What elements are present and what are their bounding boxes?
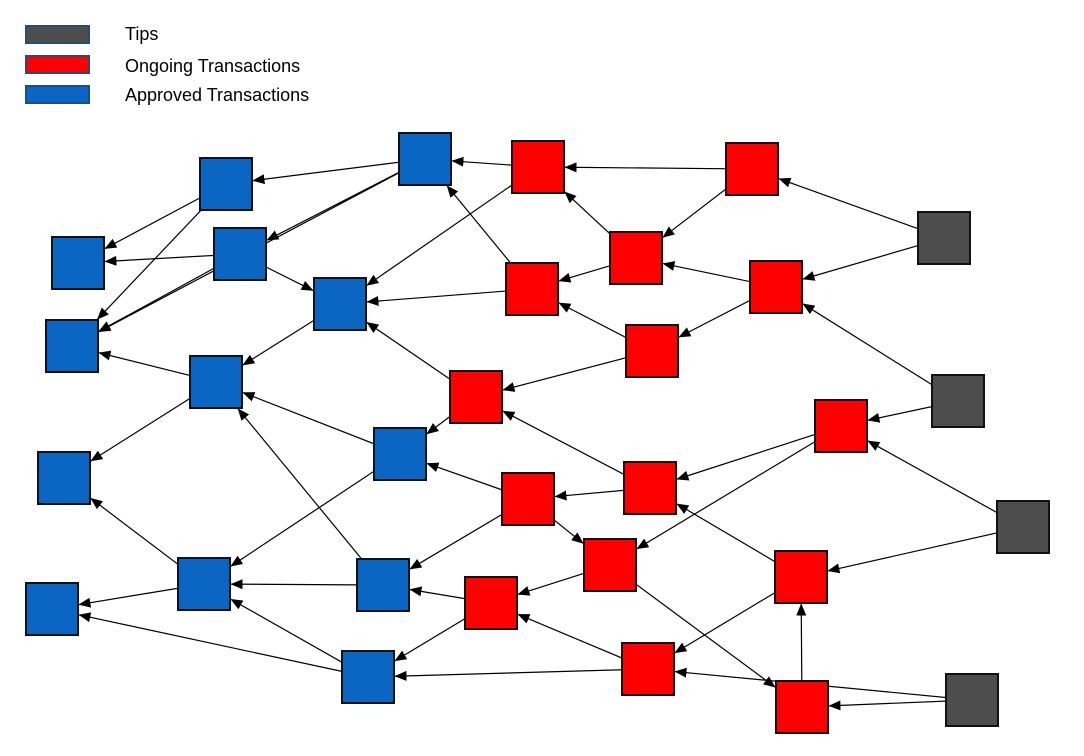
edge-t1-to-r4 xyxy=(802,238,939,281)
approved-transaction-node-a8 xyxy=(213,227,267,281)
legend-swatch-tips xyxy=(25,25,90,44)
ongoing-transaction-node-r9 xyxy=(814,399,868,453)
legend-item-ongoing: Ongoing Transactions xyxy=(25,55,300,76)
ongoing-transaction-node-r12 xyxy=(583,538,637,592)
ongoing-transaction-node-r3 xyxy=(609,231,663,285)
approved-transaction-node-a13 xyxy=(341,650,395,704)
legend-item-tips: Tips xyxy=(25,24,158,44)
approved-transaction-node-a6 xyxy=(189,355,243,409)
ongoing-transaction-node-r16 xyxy=(775,680,829,734)
ongoing-transaction-node-r8 xyxy=(505,262,559,316)
approved-transaction-node-a12 xyxy=(356,558,410,612)
approved-transaction-node-a1 xyxy=(51,236,105,290)
ongoing-transaction-node-r13 xyxy=(774,550,828,604)
tip-transaction-node-t2 xyxy=(931,374,985,428)
approved-transaction-node-a4 xyxy=(25,582,79,636)
ongoing-transaction-node-r2 xyxy=(725,142,779,196)
ongoing-transaction-node-r7 xyxy=(501,472,555,526)
ongoing-transaction-node-r6 xyxy=(625,324,679,378)
approved-transaction-node-a3 xyxy=(37,451,91,505)
ongoing-transaction-node-r14 xyxy=(464,576,518,630)
ongoing-transaction-node-r15 xyxy=(621,642,675,696)
edge-r8-to-a9 xyxy=(366,288,527,306)
legend-label-ongoing: Ongoing Transactions xyxy=(125,56,300,76)
edge-r6-to-r5 xyxy=(502,351,647,392)
nodes xyxy=(25,132,1050,734)
legend-swatch-approved xyxy=(25,85,90,104)
edge-r9-to-r12 xyxy=(636,428,837,550)
edge-a13-to-a14 xyxy=(230,598,364,675)
approved-transaction-node-a2 xyxy=(45,319,99,373)
approved-transaction-node-a11 xyxy=(398,132,452,186)
legend-label-tips: Tips xyxy=(125,24,158,44)
edge-t3-to-r9 xyxy=(867,440,1019,525)
legend-item-approved: Approved Transactions xyxy=(25,85,309,105)
edge-a12-to-a14 xyxy=(230,579,378,590)
ongoing-transaction-node-r5 xyxy=(449,370,503,424)
approved-transaction-node-a14 xyxy=(177,557,231,611)
edge-t4-to-r16 xyxy=(828,699,967,711)
edge-r15-to-a13 xyxy=(394,668,643,681)
approved-transaction-node-a7 xyxy=(199,157,253,211)
edges xyxy=(78,156,1019,711)
approved-transaction-node-a10 xyxy=(373,427,427,481)
tip-transaction-node-t3 xyxy=(996,500,1050,554)
edge-r10-to-r5 xyxy=(502,410,646,486)
edge-a13-to-a4 xyxy=(78,612,363,677)
approved-transaction-node-a9 xyxy=(313,277,367,331)
legend: Tips Ongoing Transactions Approved Trans… xyxy=(25,24,309,105)
edge-a11-to-a7 xyxy=(252,159,420,185)
edge-a12-to-a6 xyxy=(237,408,380,581)
ongoing-transaction-node-r10 xyxy=(623,461,677,515)
edge-t2-to-r4 xyxy=(802,303,954,399)
edge-r9-to-r10 xyxy=(676,427,836,481)
legend-swatch-ongoing xyxy=(25,55,90,74)
edge-r12-to-r16 xyxy=(614,568,776,688)
edge-a10-to-a6 xyxy=(242,391,396,453)
ongoing-transaction-node-r4 xyxy=(749,260,803,314)
edge-a8-to-a2 xyxy=(98,256,236,332)
tip-transaction-node-t1 xyxy=(917,211,971,265)
edge-t3-to-r13 xyxy=(827,527,1018,574)
edge-r2-to-r1 xyxy=(564,162,747,173)
edge-a10-to-a14 xyxy=(230,456,396,567)
ongoing-transaction-node-r1 xyxy=(511,140,565,194)
edge-r1-to-a9 xyxy=(366,170,534,286)
tip-transaction-node-t4 xyxy=(945,673,999,727)
edge-t1-to-r2 xyxy=(778,177,940,237)
legend-label-approved: Approved Transactions xyxy=(125,85,309,105)
